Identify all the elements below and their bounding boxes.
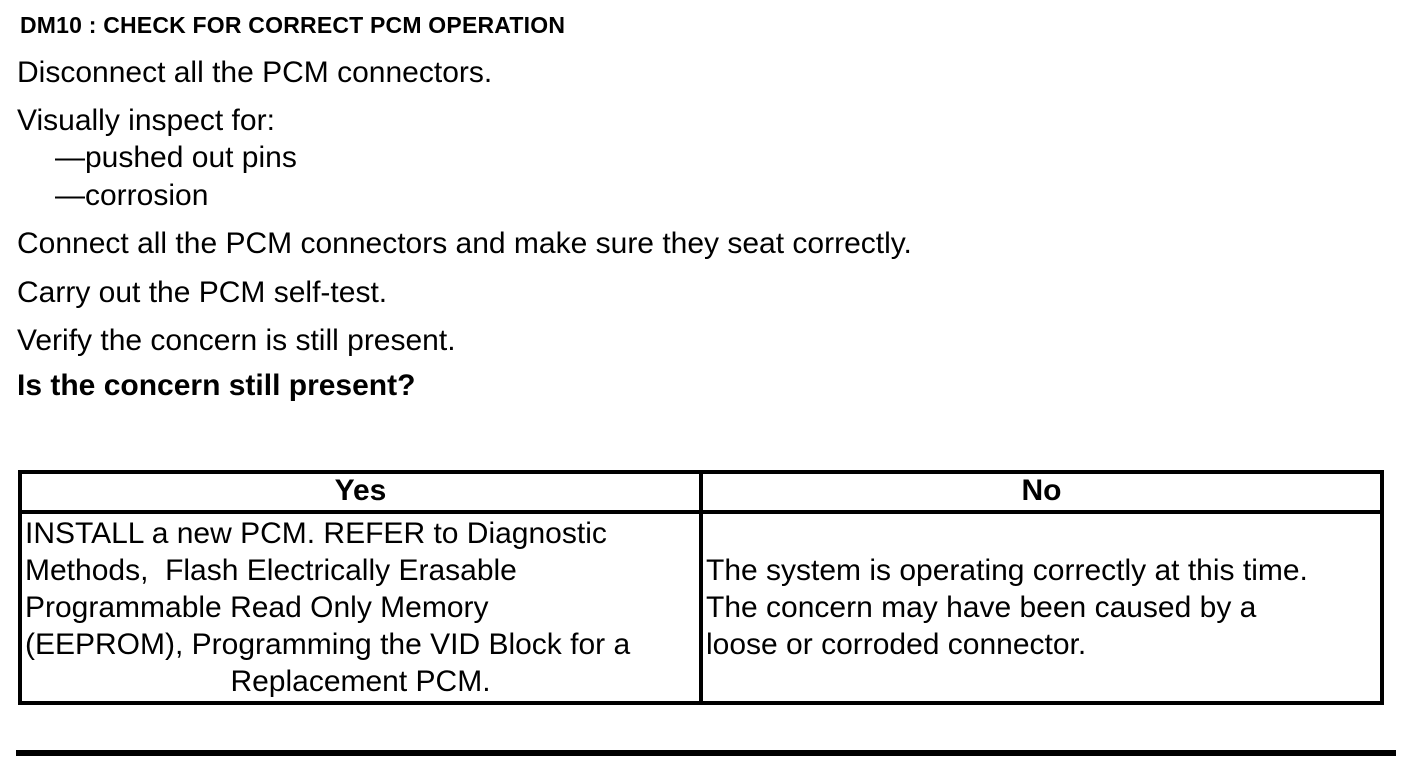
instruction-self-test: Carry out the PCM self-test. bbox=[17, 276, 388, 309]
decision-table: Yes No INSTALL a new PCM. REFER to Diagn… bbox=[18, 470, 1384, 705]
inspection-list-item-corrosion: —corrosion bbox=[55, 179, 209, 212]
yes-cell-line: Replacement PCM. bbox=[230, 665, 491, 698]
no-cell-line: The concern may have been caused by a bbox=[706, 591, 1257, 624]
instruction-connect: Connect all the PCM connectors and make … bbox=[17, 227, 912, 260]
yes-cell-line: Methods, Flash Electrically Erasable bbox=[25, 554, 517, 587]
no-column-header: No bbox=[1021, 474, 1062, 507]
section-divider-rule bbox=[16, 750, 1396, 756]
instruction-disconnect: Disconnect all the PCM connectors. bbox=[17, 56, 493, 89]
decision-question: Is the concern still present? bbox=[17, 369, 416, 402]
yes-column-header: Yes bbox=[22, 474, 703, 510]
yes-cell-line: INSTALL a new PCM. REFER to Diagnostic bbox=[25, 517, 607, 550]
no-action-cell: The system is operating correctly at thi… bbox=[703, 514, 1380, 701]
yes-cell-line: Programmable Read Only Memory bbox=[25, 591, 489, 624]
decision-table-header-row: Yes No bbox=[22, 474, 1380, 514]
section-heading: DM10 : CHECK FOR CORRECT PCM OPERATION bbox=[20, 12, 566, 38]
instruction-verify: Verify the concern is still present. bbox=[17, 324, 456, 357]
yes-cell-line: (EEPROM), Programming the VID Block for … bbox=[25, 628, 631, 661]
no-cell-line: The system is operating correctly at thi… bbox=[706, 554, 1308, 587]
yes-action-cell: INSTALL a new PCM. REFER to Diagnostic M… bbox=[22, 514, 703, 701]
instruction-inspect-intro: Visually inspect for: bbox=[17, 104, 275, 137]
decision-table-body-row: INSTALL a new PCM. REFER to Diagnostic M… bbox=[22, 514, 1380, 701]
no-cell-line: loose or corroded connector. bbox=[706, 628, 1087, 661]
inspection-list-item-pins: —pushed out pins bbox=[55, 141, 297, 174]
